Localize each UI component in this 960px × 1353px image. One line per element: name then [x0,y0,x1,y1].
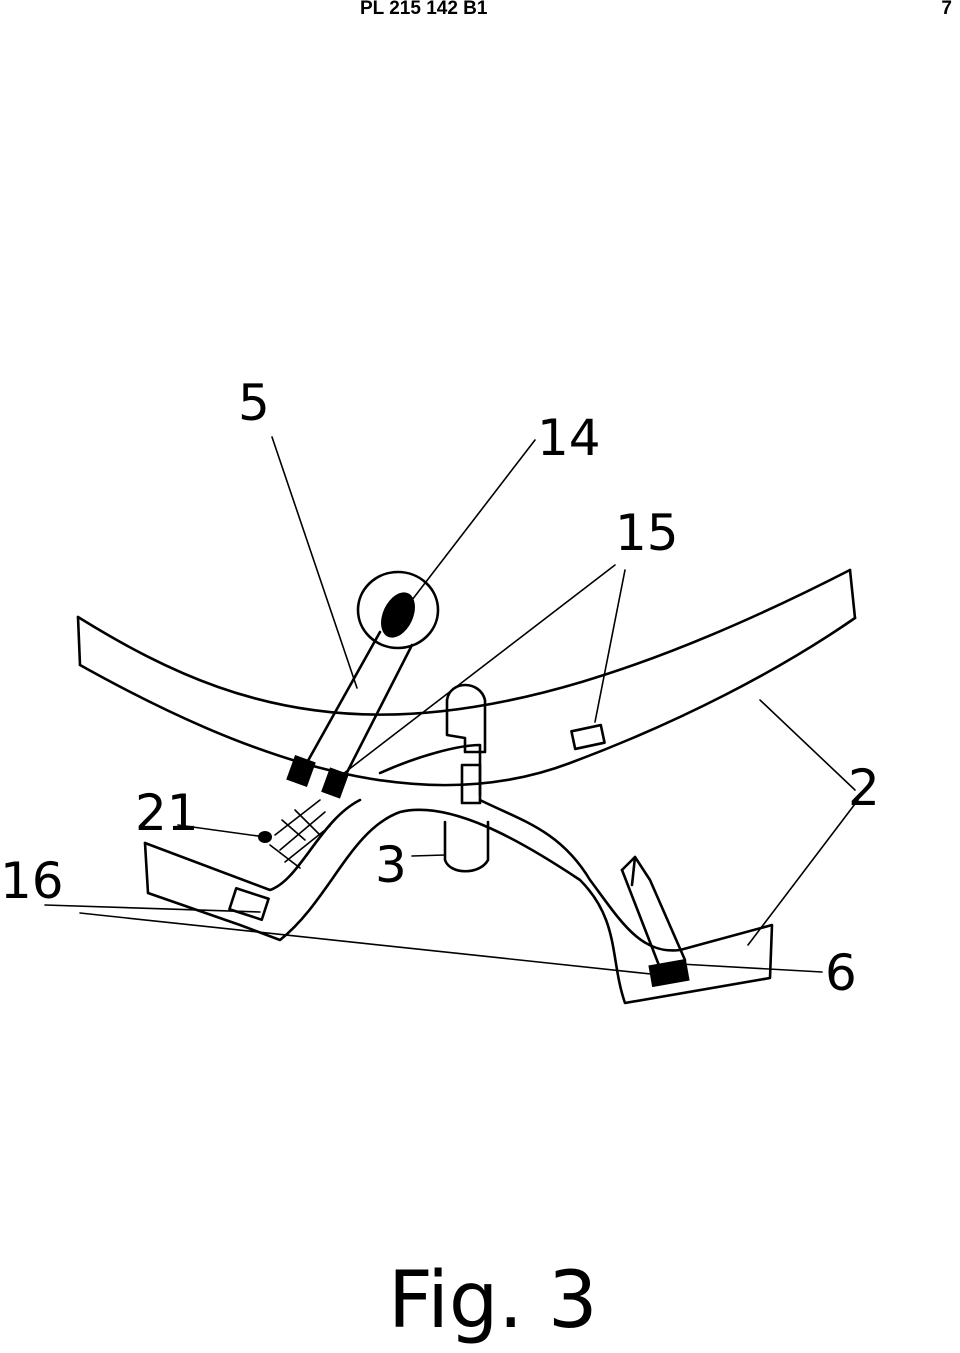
figure-caption: Fig. 3 [388,1256,598,1346]
page-number: 7 [941,0,952,19]
label-6: 6 [825,944,857,1002]
label-5: 5 [238,374,270,432]
label-15: 15 [615,504,679,562]
label-3: 3 [375,836,407,894]
label-2: 2 [848,759,880,817]
lower-body [143,743,774,1005]
central-pin [443,683,490,873]
stop-blocks [228,723,606,922]
upper-arm [76,568,857,787]
patent-number: PL 215 142 B1 [360,0,488,19]
label-16: 16 [0,852,64,910]
spring [258,799,331,869]
label-14: 14 [537,409,601,467]
side-pin [620,855,690,988]
rod-with-head [286,570,440,799]
leader-lines [44,436,859,976]
label-21: 21 [135,784,199,842]
